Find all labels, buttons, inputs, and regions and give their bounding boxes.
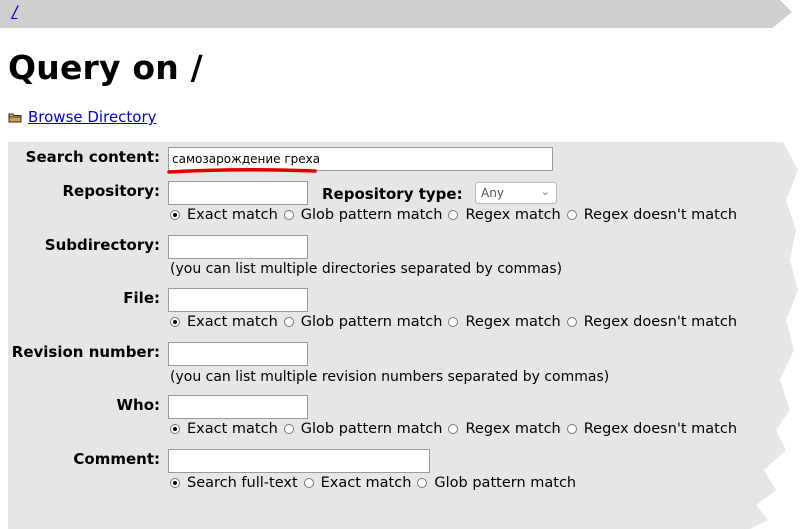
repo-match-exact[interactable]: Exact match [170,207,278,223]
search-content-input[interactable] [168,147,553,171]
who-input[interactable] [168,395,308,419]
who-match-regex[interactable]: Regex match [448,421,561,437]
who-match-glob[interactable]: Glob pattern match [283,421,442,437]
radio-selected-icon [170,317,180,327]
who-match-group: Exact match Glob pattern match Regex mat… [170,421,743,437]
who-label: Who: [116,396,160,414]
browse-directory-link[interactable]: Browse Directory [28,108,157,126]
repository-type-selected: Any [481,186,504,200]
file-input[interactable] [168,288,308,312]
radio-icon [566,317,577,327]
who-match-exact[interactable]: Exact match [170,421,278,437]
radio-selected-icon [170,424,180,434]
radio-icon [283,317,294,327]
repo-match-regex[interactable]: Regex match [448,207,561,223]
comment-match-glob[interactable]: Glob pattern match [417,475,576,491]
revision-number-note: (you can list multiple revision numbers … [170,369,610,385]
radio-selected-icon [170,210,180,220]
comment-match-exact[interactable]: Exact match [303,475,411,491]
file-match-regex[interactable]: Regex match [448,314,561,330]
breadcrumb-root-link[interactable]: / [12,2,18,21]
subdirectory-input[interactable] [168,235,308,259]
radio-icon [283,424,294,434]
folder-icon [8,113,22,122]
file-match-exact[interactable]: Exact match [170,314,278,330]
page-title: Query on / [8,48,203,87]
repository-label: Repository: [62,182,161,200]
repo-match-regex-not[interactable]: Regex doesn't match [566,207,737,223]
file-label: File: [123,289,160,307]
repository-type-select[interactable]: Any ⌄ [475,182,557,204]
comment-label: Comment: [73,450,160,468]
file-match-group: Exact match Glob pattern match Regex mat… [170,314,743,330]
radio-icon [417,478,428,488]
revision-number-input[interactable] [168,342,308,366]
subdirectory-label: Subdirectory: [44,236,160,254]
radio-icon [283,210,294,220]
file-match-regex-not[interactable]: Regex doesn't match [566,314,737,330]
repository-match-group: Exact match Glob pattern match Regex mat… [170,207,743,223]
revision-number-label: Revision number: [11,343,160,361]
comment-match-fulltext[interactable]: Search full-text [170,475,298,491]
who-match-regex-not[interactable]: Regex doesn't match [566,421,737,437]
comment-input[interactable] [168,449,430,473]
browse-directory-row: Browse Directory [8,108,157,126]
radio-icon [303,478,314,488]
radio-icon [448,317,459,327]
chevron-down-icon: ⌄ [540,185,550,198]
comment-match-group: Search full-text Exact match Glob patter… [170,475,582,491]
radio-icon [448,210,459,220]
radio-selected-icon [170,478,180,488]
file-match-glob[interactable]: Glob pattern match [283,314,442,330]
radio-icon [448,424,459,434]
repository-type-label: Repository type: [322,185,463,203]
repo-match-glob[interactable]: Glob pattern match [283,207,442,223]
subdirectory-note: (you can list multiple directories separ… [170,261,563,277]
radio-icon [566,210,577,220]
repository-input[interactable] [168,181,308,205]
top-breadcrumb-bar: / [0,0,800,28]
radio-icon [566,424,577,434]
search-content-label: Search content: [25,148,160,166]
